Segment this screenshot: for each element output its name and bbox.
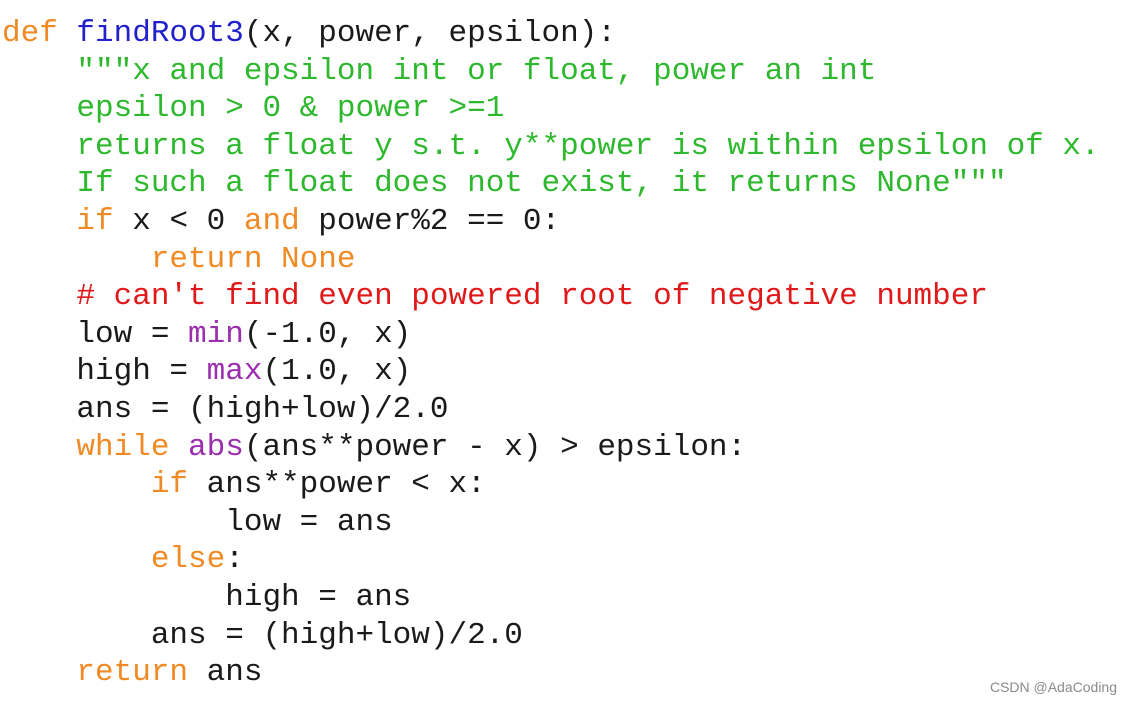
code-line: low = min(-1.0, x) — [2, 316, 1100, 354]
code-indent — [2, 279, 76, 314]
code-indent — [2, 91, 76, 126]
code-line: if x < 0 and power%2 == 0: — [2, 203, 1100, 241]
code-token: (ans**power - x) > epsilon: — [243, 429, 747, 465]
code-token: x < 0 — [113, 203, 244, 239]
code-line: return None — [2, 241, 1100, 279]
code-line: If such a float does not exist, it retur… — [2, 165, 1100, 203]
code-token: low = — [76, 316, 189, 352]
docstring-token: returns a float y s.t. y**power is withi… — [76, 128, 1100, 164]
keyword-token: def — [2, 16, 58, 51]
code-indent — [2, 392, 76, 427]
code-token: low = ans — [225, 504, 393, 540]
comment-token: # can't find even powered root of negati… — [76, 279, 988, 315]
code-indent — [2, 542, 151, 577]
code-indent — [2, 580, 225, 615]
keyword-token: if — [150, 467, 189, 503]
code-token — [169, 430, 188, 465]
code-line: low = ans — [2, 504, 1100, 542]
code-line: returns a float y s.t. y**power is withi… — [2, 128, 1100, 166]
code-line: high = max(1.0, x) — [2, 353, 1100, 391]
code-line: return ans — [2, 654, 1100, 692]
docstring-token: epsilon > 0 & power >=1 — [76, 91, 505, 127]
code-token: (-1.0, x) — [243, 316, 412, 352]
code-token — [58, 16, 77, 51]
code-indent — [2, 618, 151, 653]
builtin-token: abs — [188, 429, 244, 465]
docstring-token: If such a float does not exist, it retur… — [76, 166, 1007, 202]
code-line: epsilon > 0 & power >=1 — [2, 90, 1100, 128]
code-line: else: — [2, 541, 1100, 579]
code-indent — [2, 242, 151, 277]
keyword-token: while — [76, 429, 170, 465]
code-indent — [2, 467, 151, 502]
code-token: : — [225, 542, 244, 578]
keyword-token: else — [150, 542, 226, 578]
code-line: """x and epsilon int or float, power an … — [2, 53, 1100, 91]
code-token: ans = (high+low)/2.0 — [150, 617, 523, 653]
watermark: CSDN @AdaCoding — [989, 679, 1117, 695]
code-indent — [2, 317, 76, 352]
code-line: ans = (high+low)/2.0 — [2, 617, 1100, 655]
builtin-token: max — [206, 354, 263, 390]
code-indent — [2, 204, 76, 239]
code-line: if ans**power < x: — [2, 466, 1100, 504]
keyword-token: and — [243, 203, 300, 239]
code-indent — [2, 655, 76, 690]
code-line: ans = (high+low)/2.0 — [2, 391, 1100, 429]
code-indent — [2, 505, 225, 540]
code-indent — [2, 129, 76, 164]
code-indent — [2, 166, 76, 201]
keyword-token: return None — [150, 241, 356, 277]
code-line: high = ans — [2, 579, 1100, 617]
builtin-token: min — [188, 316, 244, 352]
docstring-token: """x and epsilon int or float, power an … — [76, 53, 877, 89]
keyword-token: return — [76, 655, 189, 691]
code-token: high = — [76, 354, 207, 390]
code-indent — [2, 354, 76, 389]
code-indent — [2, 54, 76, 89]
code-token: ans**power < x: — [188, 467, 486, 503]
code-line: def findRoot3(x, power, epsilon): — [2, 15, 1100, 53]
code-token: (1.0, x) — [262, 354, 412, 390]
code-editor: def findRoot3(x, power, epsilon): """x a… — [2, 15, 1100, 692]
code-token: ans — [188, 655, 263, 691]
code-token: high = ans — [225, 579, 412, 615]
code-line: while abs(ans**power - x) > epsilon: — [2, 429, 1100, 467]
keyword-token: if — [76, 203, 114, 239]
code-token: (x, power, epsilon): — [243, 16, 616, 51]
function-name-token: findRoot3 — [76, 16, 244, 51]
code-line: # can't find even powered root of negati… — [2, 278, 1100, 316]
code-indent — [2, 430, 76, 465]
code-token: ans = (high+low)/2.0 — [76, 391, 449, 427]
code-token: power%2 == 0: — [299, 203, 561, 239]
